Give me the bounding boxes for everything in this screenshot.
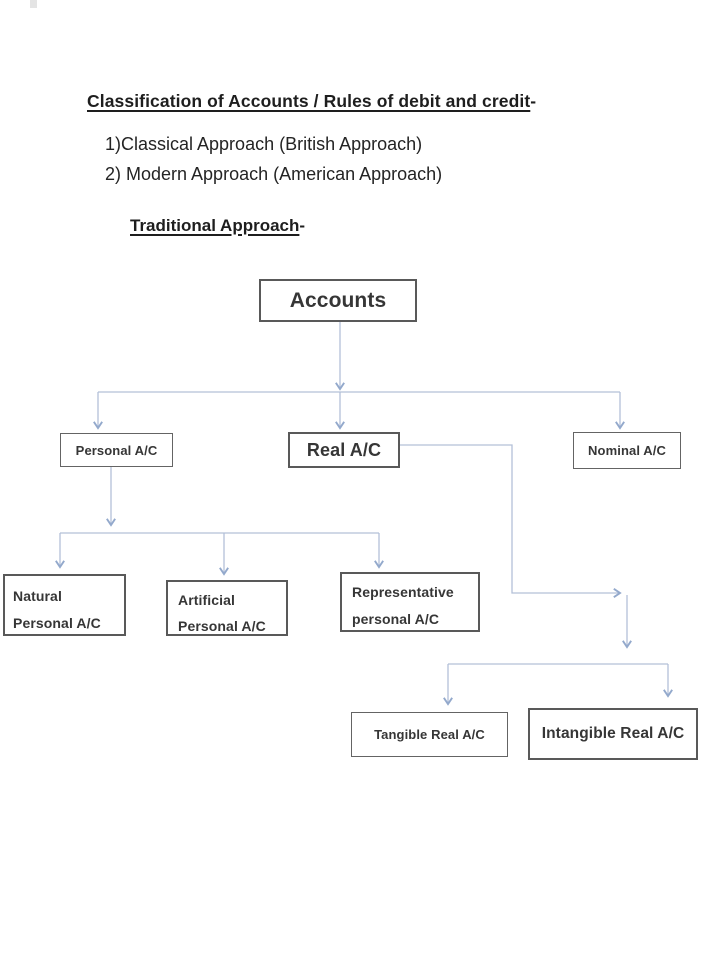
section-heading-dash: - — [299, 216, 306, 235]
node-personal-ac: Personal A/C — [60, 433, 173, 467]
node-tangible-real-ac: Tangible Real A/C — [351, 712, 508, 757]
node-artificial-personal-ac: Artificial Personal A/C — [166, 580, 288, 636]
page-title-text: Classification of Accounts / Rules of de… — [87, 91, 531, 111]
scan-artifact — [30, 0, 37, 8]
node-accounts: Accounts — [259, 279, 417, 322]
list-item-classical: 1)Classical Approach (British Approach) — [105, 134, 423, 154]
page-title-dash: - — [530, 91, 537, 111]
node-real-ac: Real A/C — [288, 432, 400, 468]
page-title: Classification of Accounts / Rules of de… — [87, 91, 536, 112]
list-item-modern: 2) Modern Approach (American Approach) — [105, 164, 443, 184]
node-representative-personal-ac: Representative personal A/C — [340, 572, 480, 632]
node-intangible-real-ac: Intangible Real A/C — [528, 708, 698, 760]
approach-list: 1)Classical Approach (British Approach) … — [105, 129, 442, 189]
node-natural-personal-ac: Natural Personal A/C — [3, 574, 126, 636]
section-heading-text: Traditional Approach — [130, 216, 300, 235]
node-nominal-ac: Nominal A/C — [573, 432, 681, 469]
edge-real-elbow — [400, 444, 622, 598]
section-heading: Traditional Approach- — [130, 216, 305, 236]
